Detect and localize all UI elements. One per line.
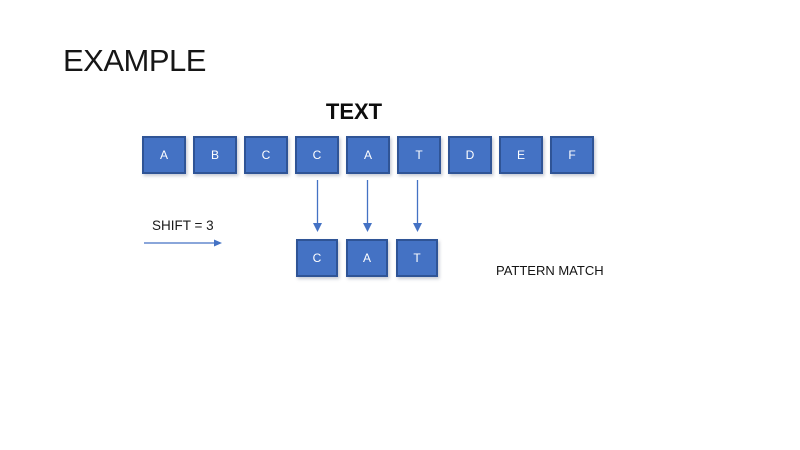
- down-arrow-icon: [313, 180, 322, 232]
- text-array-heading: TEXT: [325, 99, 383, 124]
- pattern-cell: A: [346, 239, 388, 277]
- shift-label: SHIFT = 3: [152, 218, 214, 233]
- text-cell: F: [550, 136, 594, 174]
- text-cell: D: [448, 136, 492, 174]
- text-array: A B C C A T D E F: [142, 136, 594, 174]
- text-cell: A: [142, 136, 186, 174]
- pattern-array: C A T: [296, 239, 438, 277]
- down-arrow-icon: [413, 180, 422, 232]
- text-cell: A: [346, 136, 390, 174]
- slide-title: EXAMPLE: [63, 43, 206, 78]
- pattern-cell: T: [396, 239, 438, 277]
- text-cell: T: [397, 136, 441, 174]
- text-cell: B: [193, 136, 237, 174]
- right-arrow-icon: [144, 239, 222, 247]
- text-cell: C: [244, 136, 288, 174]
- pattern-match-label: PATTERN MATCH: [496, 263, 604, 278]
- text-cell: E: [499, 136, 543, 174]
- text-cell: C: [295, 136, 339, 174]
- down-arrow-icon: [363, 180, 372, 232]
- pattern-cell: C: [296, 239, 338, 277]
